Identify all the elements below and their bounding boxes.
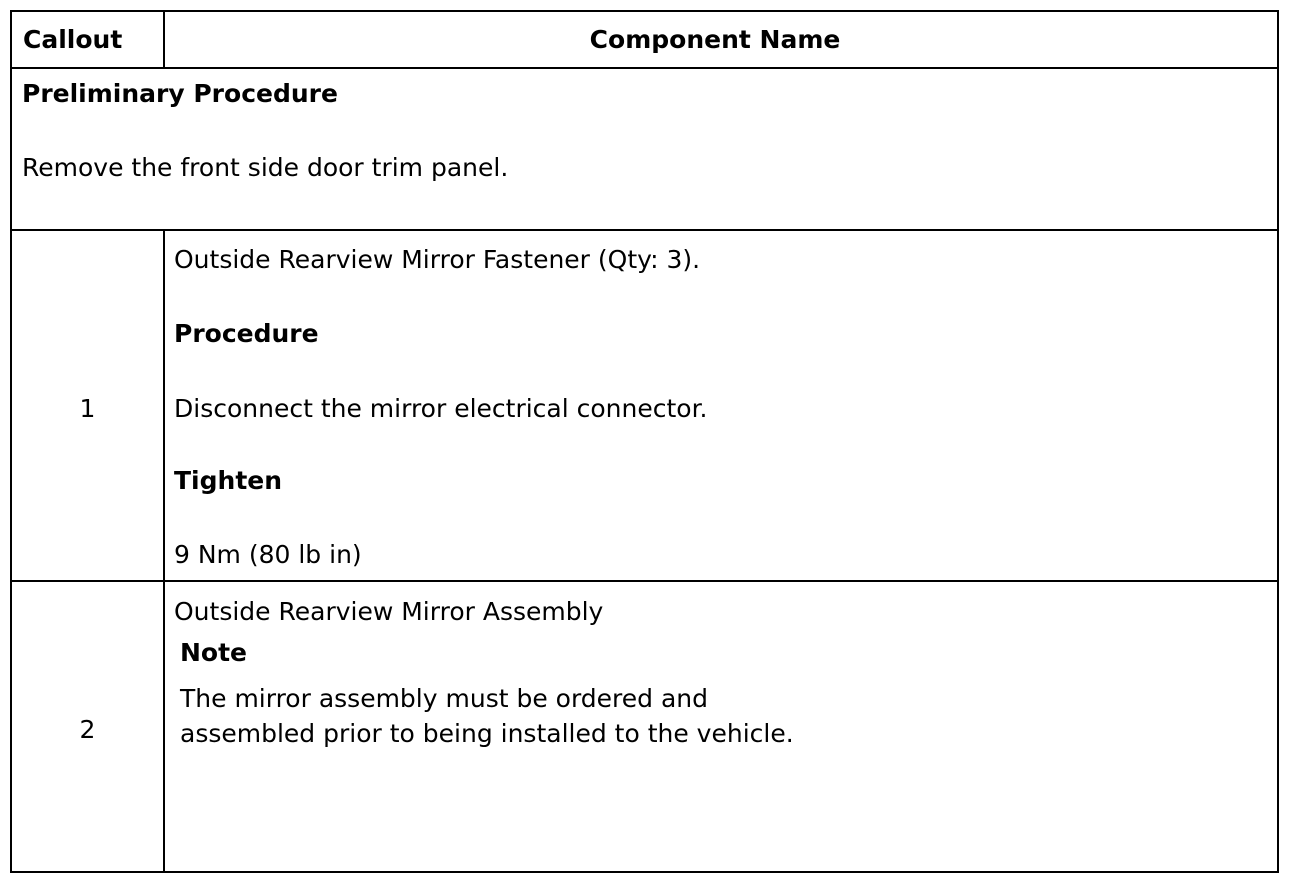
row-1-procedure-heading: Procedure [174,319,319,348]
header-divider [12,67,1277,69]
preliminary-instruction: Remove the front side door trim panel. [22,153,509,182]
callout-column-header: Callout [23,25,123,54]
header-column-divider [163,12,165,67]
component-table: Callout Component Name Preliminary Proce… [10,10,1279,873]
row-1-divider [12,580,1277,582]
row-1-tighten-value: 9 Nm (80 lb in) [174,540,362,569]
row-2-component: Outside Rearview Mirror Assembly [174,597,604,626]
row-2-callout: 2 [79,715,96,744]
row-2-note-text: The mirror assembly must be ordered and … [180,684,794,748]
row-1-procedure-text: Disconnect the mirror electrical connect… [174,394,708,423]
row-2-note-heading: Note [180,638,248,667]
row-1-component: Outside Rearview Mirror Fastener (Qty: 3… [174,245,701,274]
row-1-tighten-heading: Tighten [174,466,283,495]
preliminary-heading: Preliminary Procedure [22,79,338,108]
preliminary-divider [12,229,1277,231]
component-column-header: Component Name [589,25,841,54]
body-column-divider [163,229,165,873]
row-1-callout: 1 [79,394,96,423]
